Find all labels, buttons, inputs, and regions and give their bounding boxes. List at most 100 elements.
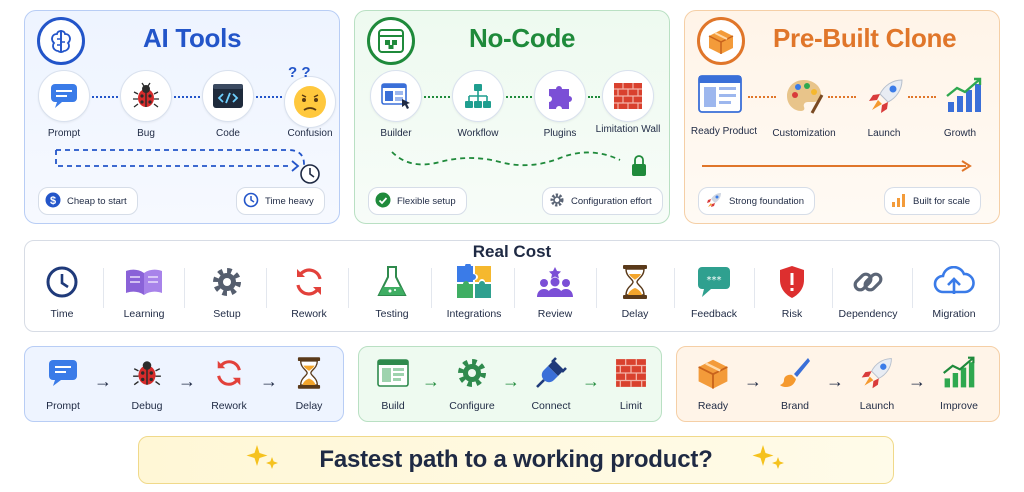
- connector: [92, 96, 118, 98]
- cost-label: Integrations: [446, 308, 502, 320]
- node-label: Confusion: [287, 128, 333, 139]
- cost-item-feedback: *** Feedback: [674, 262, 754, 320]
- flow-label: Build: [381, 400, 405, 412]
- divider: [266, 268, 267, 308]
- cost-label: Migration: [932, 308, 976, 320]
- sparkle-icon: [245, 443, 281, 478]
- flow-label: Improve: [940, 400, 978, 412]
- growth-chart-icon: [938, 70, 990, 122]
- divider: [832, 268, 833, 308]
- shield-alert-icon: [752, 262, 832, 302]
- divider: [103, 268, 104, 308]
- cost-item-delay: Delay: [595, 262, 675, 320]
- loop-arrow: [55, 149, 320, 184]
- svg-text:***: ***: [707, 275, 722, 286]
- node-label: Launch: [867, 128, 901, 139]
- flow-arrow: →: [502, 371, 520, 391]
- connector: [908, 96, 936, 98]
- check-icon: [375, 192, 391, 211]
- ai-flow-row: [24, 346, 344, 422]
- flow-step-connect: Connect: [520, 354, 582, 412]
- cost-item-migration: Migration: [914, 262, 994, 320]
- cost-label: Learning: [123, 308, 165, 320]
- bar-chart-icon: [891, 192, 907, 211]
- node-label: Prompt: [47, 128, 81, 139]
- straight-arrow: [702, 160, 972, 172]
- cost-label: Setup: [213, 308, 241, 320]
- flow-arrow: →: [744, 371, 762, 391]
- flow-step-configure: Configure: [441, 354, 503, 412]
- flow-arrow: →: [94, 371, 112, 391]
- flow-label: Rework: [211, 400, 247, 412]
- divider: [348, 268, 349, 308]
- flow-step-prompt: Prompt: [32, 354, 94, 412]
- flow-arrow: →: [178, 371, 196, 391]
- node-label: Workflow: [457, 128, 499, 139]
- bug-icon: [120, 70, 172, 122]
- link-icon: [828, 262, 908, 302]
- cost-label: Rework: [291, 308, 327, 320]
- refresh-icon: [269, 262, 349, 302]
- flow-label: Delay: [295, 400, 323, 412]
- gear-icon: [187, 262, 267, 302]
- strong-foundation-pill: Strong foundation: [698, 187, 816, 215]
- flow-step-limit: Limit: [600, 354, 662, 412]
- cost-item-dependency: Dependency: [828, 262, 908, 320]
- question-marks: ? ?: [288, 64, 311, 81]
- flow-step-debug: Debug: [116, 354, 178, 412]
- workflow-tree-icon: [452, 70, 504, 122]
- pre-built-clone-title: Pre-Built Clone: [773, 23, 957, 53]
- cheap-to-start-pill: $ Cheap to start: [38, 187, 138, 215]
- package-box-icon: [697, 17, 745, 65]
- flow-label: Launch: [859, 400, 895, 412]
- flow-step-launch: Launch: [846, 354, 908, 412]
- brick-wall-icon: [600, 354, 662, 392]
- question-banner: Fastest path to a working product?: [138, 436, 894, 484]
- real-cost-panel: [24, 240, 1000, 332]
- paint-brush-icon: [764, 354, 826, 392]
- real-cost-title: Real Cost: [472, 242, 552, 261]
- flexible-setup-pill: Flexible setup: [368, 187, 467, 215]
- flow-label: Debug: [131, 400, 163, 412]
- connector: [174, 96, 200, 98]
- chat-bubble-icon: [38, 70, 90, 122]
- gear-icon: [549, 192, 565, 211]
- flow-arrow: →: [582, 371, 600, 391]
- clock-icon: [243, 192, 259, 211]
- cost-item-rework: Rework: [269, 262, 349, 320]
- connector: [424, 96, 450, 98]
- brain-icon: [37, 17, 85, 65]
- no-code-title: No-Code: [469, 23, 576, 53]
- template-window-icon: [698, 74, 742, 119]
- cost-label: Time: [50, 308, 74, 320]
- sparkle-icon: [751, 443, 787, 478]
- pill-label: Strong foundation: [729, 195, 805, 207]
- divider: [754, 268, 755, 308]
- flow-step-ready: Ready: [682, 354, 744, 412]
- wavy-path: [391, 151, 646, 176]
- hourglass-icon: [595, 262, 675, 302]
- node-label: Bug: [137, 128, 155, 139]
- cost-label: Review: [537, 308, 573, 320]
- flow-step-improve: Improve: [928, 354, 990, 412]
- cost-item-setup: Setup: [187, 262, 267, 320]
- flow-step-rework: Rework: [198, 354, 260, 412]
- divider: [514, 268, 515, 308]
- divider: [596, 268, 597, 308]
- clock-icon: [22, 262, 102, 302]
- cost-label: Risk: [781, 308, 803, 320]
- gear-icon: [441, 354, 503, 392]
- brick-wall-icon: [602, 70, 654, 122]
- growth-chart-icon: [928, 354, 990, 392]
- pill-label: Flexible setup: [397, 195, 456, 207]
- hourglass-icon: [278, 354, 340, 392]
- cost-item-testing: Testing: [352, 262, 432, 320]
- flow-step-build: Build: [362, 354, 424, 412]
- plug-icon: [520, 354, 582, 392]
- node-label: Builder: [380, 128, 412, 139]
- chat-bubble-icon: [32, 354, 94, 392]
- svg-text:$: $: [50, 195, 56, 207]
- people-icon: [515, 262, 595, 302]
- node-label: Growth: [943, 128, 977, 139]
- flow-label: Ready: [697, 400, 729, 412]
